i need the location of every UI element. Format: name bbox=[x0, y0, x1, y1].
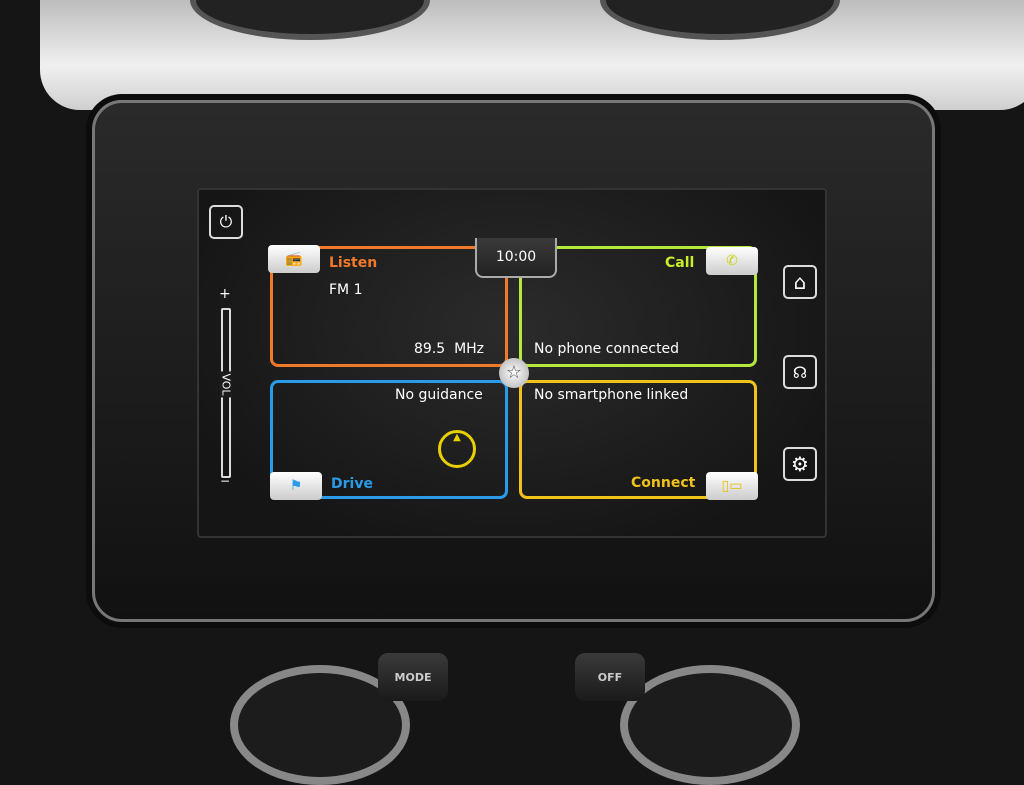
phone-icon: ✆ bbox=[706, 247, 758, 275]
smartphone-link-icon: ▯▭ bbox=[706, 472, 758, 500]
radio-source: FM 1 bbox=[329, 282, 363, 298]
gear-icon: ⚙ bbox=[791, 452, 809, 476]
power-icon: ⏻ bbox=[219, 212, 233, 231]
favorites-star-button[interactable]: ☆ bbox=[499, 358, 529, 388]
volume-label: VOL bbox=[219, 371, 233, 398]
home-button[interactable]: ⌂ bbox=[783, 265, 817, 299]
volume-up-button[interactable]: + bbox=[219, 286, 231, 302]
radio-frequency: 89.5 MHz bbox=[414, 341, 485, 357]
volume-down-button[interactable]: − bbox=[220, 474, 231, 488]
voice-command-button[interactable]: ☊ bbox=[783, 355, 817, 389]
power-button[interactable]: ⏻ bbox=[209, 205, 243, 239]
mode-button[interactable]: MODE bbox=[378, 653, 448, 701]
listen-tile[interactable] bbox=[270, 246, 508, 367]
right-knob[interactable] bbox=[620, 665, 800, 785]
guidance-status: No guidance bbox=[395, 387, 483, 403]
smartphone-status: No smartphone linked bbox=[534, 387, 689, 403]
drive-tile[interactable] bbox=[270, 380, 508, 499]
voice-icon: ☊ bbox=[792, 362, 808, 382]
call-tile[interactable] bbox=[519, 246, 757, 367]
drive-label: Drive bbox=[331, 476, 373, 492]
compass-icon: ▲ bbox=[438, 430, 476, 468]
dashboard-trim bbox=[40, 0, 1024, 110]
navigation-flag-icon: ⚑ bbox=[270, 472, 322, 500]
radio-icon: 📻 bbox=[268, 245, 320, 273]
home-icon: ⌂ bbox=[793, 270, 807, 294]
connect-tile[interactable] bbox=[519, 380, 757, 499]
clock: 10:00 bbox=[475, 238, 557, 278]
phone-status: No phone connected bbox=[534, 341, 680, 357]
off-button[interactable]: OFF bbox=[575, 653, 645, 701]
listen-label: Listen bbox=[329, 255, 378, 271]
connect-label: Connect bbox=[631, 475, 696, 491]
call-label: Call bbox=[665, 255, 695, 271]
settings-button[interactable]: ⚙ bbox=[783, 447, 817, 481]
